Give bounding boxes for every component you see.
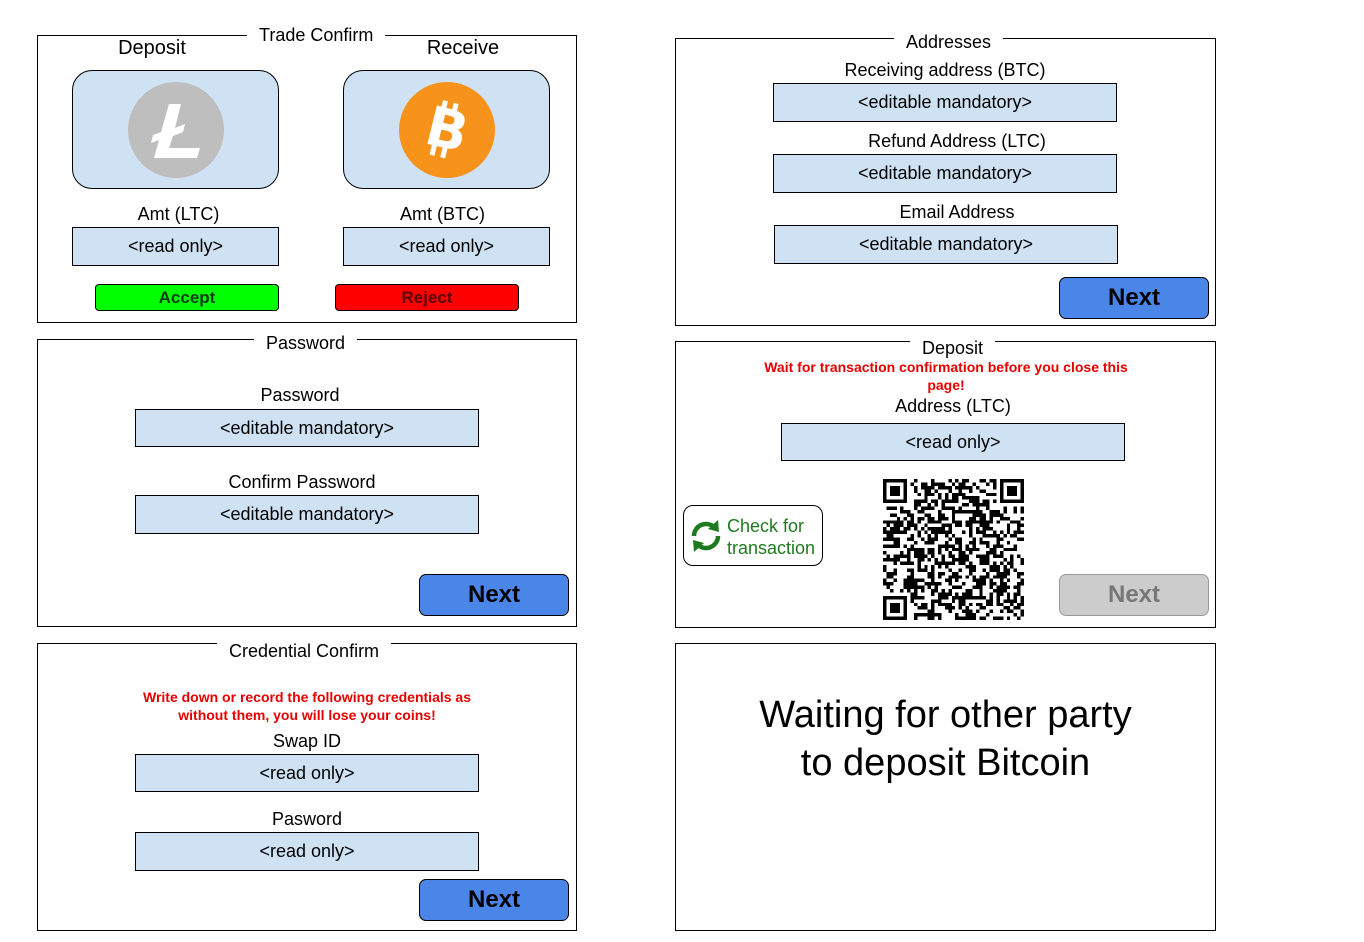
waiting-line-1: Waiting for other party bbox=[759, 694, 1132, 736]
refresh-icon bbox=[691, 520, 721, 552]
amt-btc-field: <read only> bbox=[343, 227, 550, 266]
refund-address-field[interactable]: <editable mandatory> bbox=[773, 154, 1117, 193]
pasword-label: Pasword bbox=[271, 809, 343, 829]
email-address-label: Email Address bbox=[899, 202, 1015, 222]
waiting-line-2: to deposit Bitcoin bbox=[800, 742, 1091, 784]
deposit-label: Deposit bbox=[118, 37, 186, 59]
swap-id-field: <read only> bbox=[135, 754, 479, 792]
email-address-field[interactable]: <editable mandatory> bbox=[774, 225, 1118, 264]
deposit-warning: Wait for transaction confirmation before… bbox=[764, 359, 1128, 393]
refund-address-label: Refund Address (LTC) bbox=[868, 131, 1046, 151]
amt-ltc-label: Amt (LTC) bbox=[137, 204, 220, 224]
deposit-address-field: <read only> bbox=[781, 423, 1125, 461]
credential-confirm-title: Credential Confirm bbox=[217, 641, 392, 661]
addresses-next-button[interactable]: Next bbox=[1059, 277, 1209, 319]
waiting-message: Waiting for other party to deposit Bitco… bbox=[675, 691, 1216, 787]
pasword-field: <read only> bbox=[135, 832, 479, 871]
litecoin-icon bbox=[127, 81, 224, 178]
trade-confirm-title: Trade Confirm bbox=[247, 25, 386, 45]
receiving-address-label: Receiving address (BTC) bbox=[844, 60, 1046, 80]
accept-button[interactable]: Accept bbox=[95, 284, 279, 311]
addresses-title: Addresses bbox=[894, 32, 1004, 52]
waiting-panel bbox=[675, 643, 1216, 931]
swap-id-label: Swap ID bbox=[272, 731, 342, 751]
receiving-address-field[interactable]: <editable mandatory> bbox=[773, 83, 1117, 122]
check-for-label: Check for bbox=[727, 516, 805, 536]
password-title: Password bbox=[254, 333, 358, 353]
transaction-label: transaction bbox=[727, 538, 816, 558]
amt-btc-label: Amt (BTC) bbox=[400, 204, 485, 224]
confirm-password-field[interactable]: <editable mandatory> bbox=[135, 495, 479, 534]
deposit-next-button[interactable]: Next bbox=[1059, 574, 1209, 616]
deposit-address-label: Address (LTC) bbox=[895, 396, 1011, 416]
receive-label: Receive bbox=[426, 37, 500, 59]
credential-next-button[interactable]: Next bbox=[419, 879, 569, 921]
qr-code-icon bbox=[883, 479, 1024, 620]
receive-coin-card[interactable]: B bbox=[343, 70, 550, 189]
confirm-password-label: Confirm Password bbox=[228, 472, 376, 492]
check-transaction-button[interactable]: Check for transaction bbox=[683, 505, 823, 566]
password-field[interactable]: <editable mandatory> bbox=[135, 409, 479, 447]
deposit-coin-card[interactable] bbox=[72, 70, 279, 189]
password-label: Password bbox=[260, 385, 340, 405]
password-next-button[interactable]: Next bbox=[419, 574, 569, 616]
amt-ltc-field: <read only> bbox=[72, 227, 279, 266]
reject-button[interactable]: Reject bbox=[335, 284, 519, 311]
bitcoin-icon: B bbox=[398, 81, 495, 178]
credential-warning: Write down or record the following crede… bbox=[142, 689, 471, 723]
deposit-title: Deposit bbox=[910, 338, 996, 358]
